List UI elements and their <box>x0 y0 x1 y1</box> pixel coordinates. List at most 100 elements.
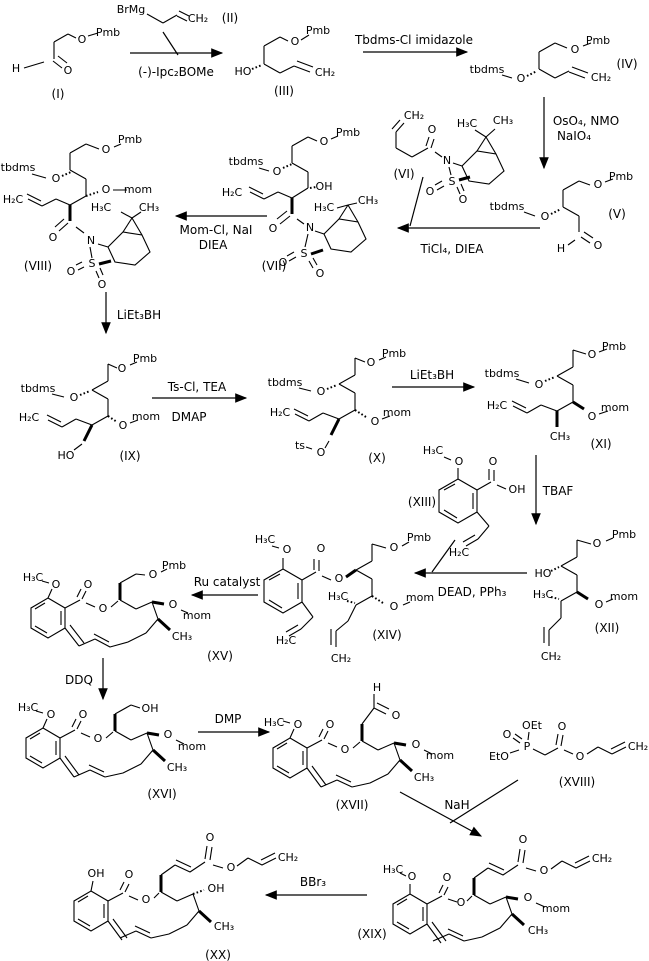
arrow-step8: LiEt₃BH <box>392 368 476 392</box>
atom-label: H <box>557 242 565 255</box>
atom-label: mom <box>183 609 211 622</box>
bonds <box>501 42 592 79</box>
hash-bond <box>61 171 99 197</box>
atom-label: mom <box>601 401 629 414</box>
atom-label: O <box>535 378 544 391</box>
atom-label: O <box>102 143 111 156</box>
atom-label: Pmb <box>336 126 360 139</box>
compound-VII: tbdms O O Pmb OH H₂C H₃C CH₃ O N S O O (… <box>222 126 378 280</box>
atom-label: O <box>457 896 466 909</box>
arrow-step5: Mom-Cl, NaI DIEA <box>174 211 267 252</box>
compound-XVI: H₃C O O O OH O mom CH₃ (XVI) <box>18 701 206 801</box>
reagent-label: Mom-Cl, NaI <box>180 223 253 237</box>
atom-label: CH₃ <box>414 771 434 784</box>
compound-I: H O O Pmb (I) <box>12 26 120 101</box>
atom-label: BrMg <box>117 3 146 16</box>
compound-IV: tbdms O O Pmb CH₂ (IV) <box>470 34 638 85</box>
atom-label: O <box>102 183 111 196</box>
bonds <box>25 704 185 778</box>
atom-label: H₃C <box>328 590 349 603</box>
atom-label: CH₃ <box>358 194 378 207</box>
atom-label: OH <box>316 180 333 193</box>
compound-XI: tbdms O O Pmb H₂C O mom CH₃ (XI) <box>485 340 629 451</box>
atom-label: O <box>283 543 292 556</box>
atom-label: HO <box>235 65 252 78</box>
bonds <box>523 178 614 246</box>
atom-label: O <box>125 868 134 881</box>
wedge-bond <box>68 205 112 266</box>
bonds <box>511 348 609 415</box>
atom-label: O <box>169 598 178 611</box>
atom-label: mom <box>178 740 206 753</box>
arrow-step14: NaH <box>399 779 519 837</box>
reagent-label: DMAP <box>171 410 206 424</box>
compound-label: (VII) <box>262 259 287 273</box>
atom-label: O <box>84 578 93 591</box>
atom-label: Pmb <box>96 26 120 39</box>
atom-label: tbdms <box>1 161 36 174</box>
reagent-label: DMP <box>215 712 242 726</box>
compound-label: (V) <box>608 207 626 221</box>
hash-bond <box>79 390 118 423</box>
atom-label: H₃C <box>457 117 478 130</box>
atom-label: H₃C <box>533 588 554 601</box>
atom-label: O <box>588 410 597 423</box>
compound-XIII: H₃C O O OH H₂C (XIII) <box>408 444 526 559</box>
bonds <box>263 541 411 647</box>
atom-label: O <box>524 891 533 904</box>
atom-label: H₃C <box>91 201 112 214</box>
compound-label: (XIII) <box>408 495 436 509</box>
hash-bond <box>526 70 538 77</box>
reagent-label: LiEt₃BH <box>410 368 454 382</box>
atom-label: Pmb <box>612 528 636 541</box>
atom-label: O <box>390 600 399 613</box>
compound-label: (III) <box>274 84 294 98</box>
compound-V: tbdms O O Pmb H O (V) <box>490 170 634 255</box>
reagent-label: TBAF <box>542 484 574 498</box>
atom-label: O <box>294 718 303 731</box>
wedge-bond <box>458 175 471 182</box>
atom-label: O <box>408 870 417 883</box>
atom-label: HO <box>58 449 75 462</box>
compound-label: (IV) <box>616 57 637 71</box>
compound-II: BrMg CH₂ (II) <box>117 3 239 25</box>
atom-label: O <box>78 33 87 46</box>
atom-label: CH₃ <box>528 924 548 937</box>
hash-bond <box>326 384 367 418</box>
bonds <box>248 135 367 269</box>
hash-bond <box>282 163 317 189</box>
atom-label: Pmb <box>162 559 186 572</box>
atom-label: H <box>373 681 381 694</box>
compound-label: (XIX) <box>357 927 386 941</box>
compound-label: (VI) <box>393 167 414 181</box>
compound-XII: HO O Pmb H₃C O mom CH₂ (XII) <box>533 528 638 663</box>
atom-label: CH₃ <box>167 761 187 774</box>
atom-label: N <box>443 154 451 167</box>
hash-bond <box>251 64 263 70</box>
hash-bond <box>192 889 205 895</box>
atom-label: mom <box>383 406 411 419</box>
atom-label: mom <box>542 902 570 915</box>
compound-XIV: H₃C O O O Pmb O H₃C O mom H₂C CH₂ (XIV) <box>255 531 434 665</box>
compound-label: (II) <box>222 11 238 25</box>
atom-label: H₂C <box>222 186 243 199</box>
compound-label: (XVI) <box>147 787 176 801</box>
wedge-bond <box>118 583 172 632</box>
atom-label: S <box>449 175 456 188</box>
atom-label: O <box>118 362 127 375</box>
bonds <box>509 731 627 756</box>
compound-label: (I) <box>52 87 65 101</box>
atom-label: EtO <box>489 750 509 763</box>
hash-bond <box>346 595 384 604</box>
bonds <box>293 356 391 450</box>
arrow-step9: TBAF <box>531 455 574 526</box>
addition-line <box>409 176 424 227</box>
atom-label: O <box>558 720 567 733</box>
atom-label: O <box>392 709 401 722</box>
atom-label: tbdms <box>485 367 520 380</box>
atom-label: ts <box>295 439 305 452</box>
atom-label: mom <box>610 590 638 603</box>
atom-label: O <box>94 732 103 745</box>
reagent-label: LiEt₃BH <box>117 308 161 322</box>
atom-label: Pmb <box>586 34 610 47</box>
